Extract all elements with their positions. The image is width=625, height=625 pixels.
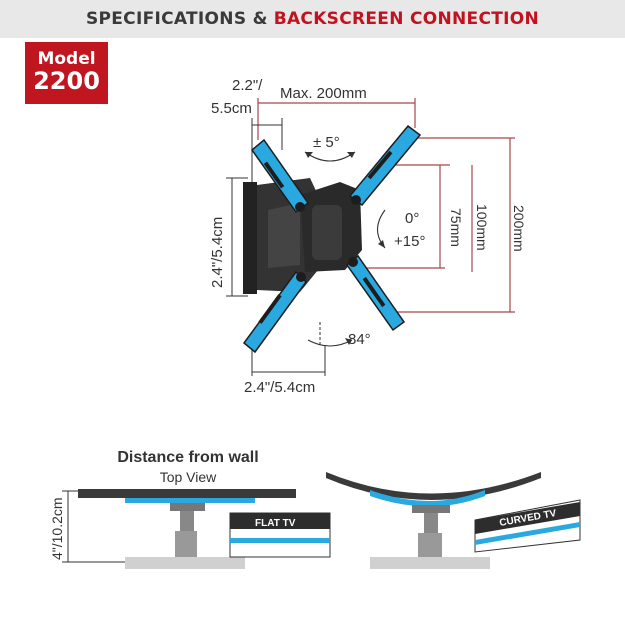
left-height-label: 2.4"/5.4cm xyxy=(209,217,226,288)
height-100-label: 100mm xyxy=(474,204,490,251)
header-title-part1: SPECIFICATIONS & xyxy=(85,9,268,29)
dimension-lines-black xyxy=(226,118,326,376)
depth-label-top: 2.2"/ xyxy=(232,77,263,94)
model-label: Model xyxy=(37,49,96,70)
curved-tv-illustration xyxy=(326,472,581,569)
header-title-part2: BACKSCREEN CONNECTION xyxy=(273,9,540,29)
depth-label-cm: 5.5cm xyxy=(211,100,252,117)
wall-section-subtitle: Top View xyxy=(160,469,217,485)
header-banner: SPECIFICATIONS & BACKSCREEN CONNECTION xyxy=(0,0,625,38)
flat-tv-label: FLAT TV xyxy=(255,518,296,529)
tilt-angle-0: 0° xyxy=(405,210,419,227)
model-number: 2200 xyxy=(33,67,100,96)
flat-tv-illustration xyxy=(78,489,331,569)
height-200-label: 200mm xyxy=(511,205,527,252)
tilt-angle-15: +15° xyxy=(394,233,425,250)
tilt-side-label: ± 5° xyxy=(313,134,340,151)
vesa-arm-slots xyxy=(258,150,393,324)
height-75-label: 75mm xyxy=(448,208,464,247)
wall-mount-body xyxy=(243,178,362,294)
max-width-label: Max. 200mm xyxy=(280,85,367,102)
vesa-arms xyxy=(242,124,422,354)
wall-section-title: Distance from wall xyxy=(117,449,258,466)
distance-label: 4"/10.2cm xyxy=(49,497,65,560)
distance-dimension xyxy=(62,490,125,563)
bottom-width-label: 2.4"/5.4cm xyxy=(244,379,315,396)
model-badge: Model 2200 xyxy=(25,42,108,104)
swivel-label: 84° xyxy=(348,331,371,348)
arrowheads xyxy=(305,152,385,345)
